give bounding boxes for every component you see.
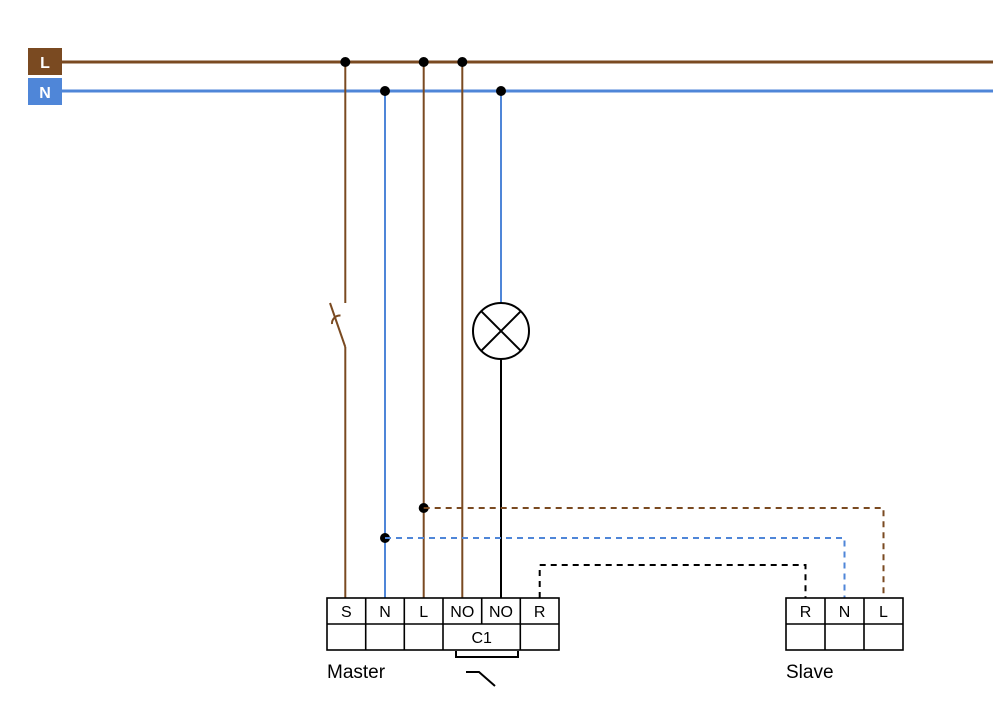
switch-blade	[329, 302, 347, 348]
junction-dot	[457, 57, 468, 67]
live-legend-box	[28, 48, 62, 75]
relay-contact-blade	[466, 671, 496, 687]
terminal-label: L	[419, 604, 428, 621]
terminal-label: NO	[489, 604, 513, 621]
terminal-label: L	[879, 604, 888, 621]
slave-terminal-block: R N L	[785, 597, 904, 651]
terminal-label: R	[800, 604, 812, 621]
relay-channel-label: C1	[471, 630, 492, 647]
slave-neutral-link	[385, 537, 846, 598]
lamp-icon	[472, 302, 530, 360]
live-legend-label: L	[40, 55, 50, 72]
junction-dot	[496, 86, 506, 96]
master-terminal-block: S N L NO NO R C1	[326, 597, 560, 651]
junction-dot	[380, 86, 390, 96]
junction-dot	[418, 57, 429, 67]
switch-hook	[331, 314, 341, 325]
terminal-label: S	[341, 604, 352, 621]
terminal-label: NO	[450, 604, 474, 621]
neutral-legend-label: N	[39, 85, 51, 102]
slave-live-link	[423, 507, 885, 598]
switch-icon	[329, 302, 347, 348]
terminal-label: N	[379, 604, 391, 621]
terminal-label: N	[839, 604, 851, 621]
neutral-legend-box	[28, 78, 62, 105]
junction-dot	[340, 57, 351, 67]
lamp-cross-2	[480, 310, 522, 352]
slave-r-link	[538, 564, 807, 598]
master-label: Master	[327, 662, 386, 683]
terminal-label: R	[534, 604, 546, 621]
relay-contact-icon	[455, 651, 519, 687]
relay-contact-bracket	[455, 651, 519, 658]
slave-label: Slave	[786, 662, 834, 683]
